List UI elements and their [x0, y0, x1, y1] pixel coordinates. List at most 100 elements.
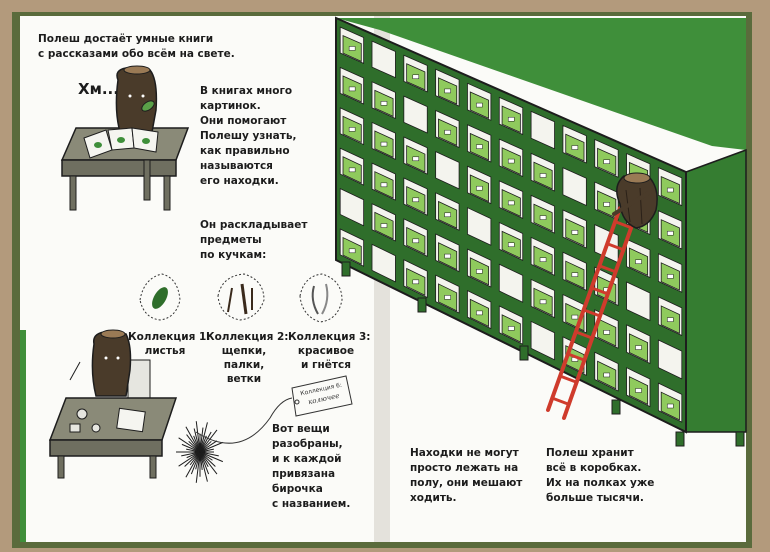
box-label — [603, 372, 610, 378]
collection-title: Коллекция 1: — [128, 331, 211, 343]
spike — [178, 437, 201, 453]
box-label — [476, 269, 483, 274]
shelf-leg — [735, 431, 745, 447]
box-label — [635, 259, 642, 264]
boxes-line: Их на полках уже — [546, 477, 655, 489]
sorted-line: и к каждой — [272, 453, 342, 465]
floor-line: полу, они мешают — [410, 477, 523, 489]
box-label — [571, 272, 579, 277]
boxes-line: всё в коробках. — [546, 462, 642, 474]
box-label — [571, 145, 579, 150]
spike — [181, 443, 201, 453]
tag-shape — [291, 375, 353, 417]
collection-line: и гнётся — [301, 359, 351, 371]
sorted-line: бирочка — [272, 483, 323, 495]
shelf-side — [685, 148, 747, 433]
spike — [199, 429, 218, 453]
collection-icons — [139, 273, 343, 323]
shelf-cell — [530, 110, 555, 150]
collection-line: красивое — [297, 345, 355, 357]
box-label — [476, 144, 483, 149]
spike — [199, 451, 216, 467]
shelf-cell — [530, 320, 555, 361]
collection-line: палки, — [223, 359, 265, 371]
shelf-cell — [626, 281, 651, 322]
desk-reading-scene — [60, 65, 190, 211]
box-label — [412, 197, 420, 203]
box-label — [412, 74, 420, 80]
shelf-cell — [371, 243, 396, 283]
spike — [195, 451, 201, 483]
box-label — [348, 86, 356, 92]
sort-line: предметы — [200, 234, 262, 246]
spike — [199, 422, 208, 453]
spike — [199, 451, 224, 463]
log-character-climbing — [612, 172, 658, 229]
sorted-line: разобраны, — [272, 438, 343, 450]
sort-line: Он раскладывает — [200, 219, 308, 231]
box-label — [571, 314, 579, 320]
shelf-leg — [519, 345, 529, 361]
box-label — [507, 242, 515, 247]
shelf-cell — [339, 187, 365, 227]
boxes-line: больше тысячи. — [546, 492, 644, 504]
spike — [199, 451, 210, 475]
books-line: картинок. — [200, 100, 261, 112]
box-label — [476, 185, 483, 191]
box-label — [667, 274, 674, 279]
shelf-leg — [341, 261, 351, 277]
floor-line: ходить. — [410, 492, 457, 504]
shelf-cell — [403, 95, 428, 134]
box-label — [348, 127, 356, 132]
shelf-leg — [417, 297, 427, 313]
sorted-line: Вот вещи — [272, 423, 330, 435]
desk-sorting-scene — [48, 329, 178, 479]
box-label — [380, 101, 388, 106]
sort-line: по кучкам: — [200, 249, 267, 261]
box-label — [444, 295, 451, 300]
box-label — [539, 257, 547, 262]
box-label — [444, 253, 451, 259]
box-label — [380, 223, 388, 228]
shelf-back-wall — [336, 18, 746, 150]
collection-title: Коллекция 3: — [288, 331, 371, 343]
box-label — [571, 230, 579, 235]
floor-line: просто лежать на — [410, 462, 519, 474]
spike — [199, 451, 218, 475]
box-label — [348, 248, 356, 254]
box-label — [412, 238, 420, 244]
collection-title: Коллекция 2: — [206, 331, 289, 343]
books-line: Полешу узнать, — [200, 130, 297, 142]
box-label — [667, 230, 674, 236]
box-label — [507, 158, 515, 164]
box-label — [603, 330, 610, 335]
spike — [199, 441, 224, 453]
books-line: Они помогают — [200, 115, 287, 127]
spike — [181, 451, 201, 457]
collection-line: листья — [144, 345, 186, 357]
box-label — [507, 116, 515, 122]
shelf-leg — [611, 399, 621, 415]
box-label — [635, 388, 642, 393]
books-line: В книгах много — [200, 85, 293, 97]
spike — [186, 434, 201, 453]
box-label — [412, 279, 420, 285]
books-line: его находки. — [200, 175, 279, 187]
box-label — [444, 88, 451, 94]
shelf-cell — [657, 339, 683, 380]
box-label — [667, 187, 674, 193]
box-label — [444, 129, 451, 135]
spike — [199, 427, 204, 453]
spike — [185, 426, 201, 453]
shelf-cell — [498, 263, 524, 303]
box-label — [348, 167, 356, 173]
box-label — [539, 215, 547, 220]
page-edge-stripe — [20, 330, 26, 542]
spike — [185, 451, 201, 478]
spike — [199, 440, 218, 453]
spike — [199, 451, 219, 457]
sorted-line: привязана — [272, 468, 336, 480]
intro-line: с рассказами обо всём на свете. — [38, 48, 235, 60]
box-label — [507, 326, 515, 331]
